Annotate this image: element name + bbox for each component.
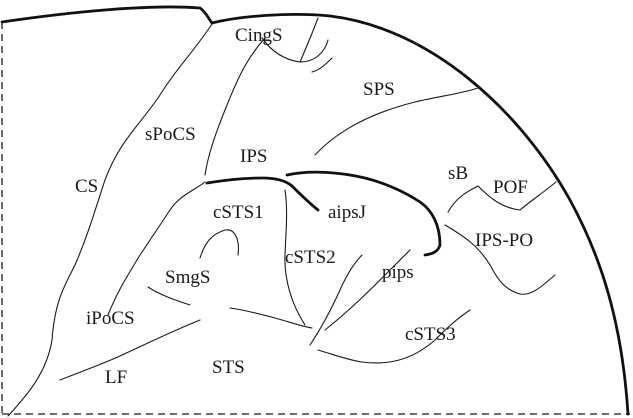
label-csts2: cSTS2 [285,247,336,268]
pof-line [519,181,557,211]
csts3-line [324,249,411,331]
label-ipocs: iPoCS [86,308,135,329]
smgs-line [199,229,239,259]
ips-po-line [444,224,556,295]
spocs-lower-line [107,181,206,316]
cings-line-c [311,57,333,73]
label-csts1: cSTS1 [213,202,264,223]
label-sps: SPS [363,79,395,100]
central-sulcus-line [7,23,213,417]
sts-lower-line [317,309,471,364]
sts-line [309,254,363,346]
sps-line [314,87,479,156]
label-cs: CS [75,176,98,197]
label-pof: POF [493,177,528,198]
label-lf: LF [105,367,127,388]
label-pips: pips [382,262,414,283]
lf-lower-line [59,319,201,381]
pips-thick-line [285,170,442,257]
ips-thick-line [205,176,320,212]
label-sb: sB [448,163,468,184]
ips-po-upper-line [477,185,521,211]
lf-line [229,307,313,329]
label-csts3: cSTS3 [405,324,456,345]
smgs-lower-line [147,286,191,306]
label-cings: CingS [235,25,283,46]
label-spocs: sPoCS [145,124,196,145]
csts2-line [284,189,306,326]
label-smgs: SmgS [165,267,210,288]
label-aipsj: aipsJ [328,202,366,223]
label-ips-po: IPS-PO [475,230,533,251]
label-ips: IPS [240,146,267,167]
cings-line-b [299,17,319,63]
brain-outline [0,5,630,416]
sb-line [447,185,479,213]
spocs-line [204,37,266,176]
label-sts: STS [212,357,245,378]
